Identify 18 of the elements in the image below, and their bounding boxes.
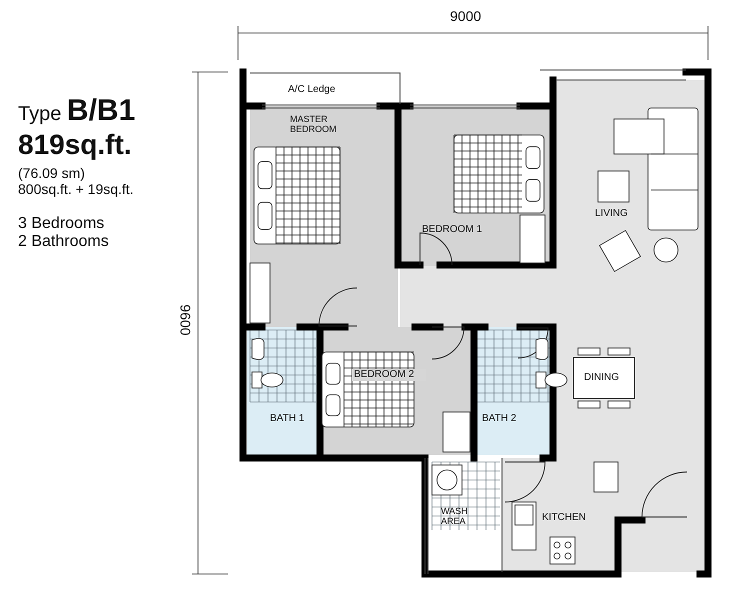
room-label: BATH 2 (482, 413, 518, 424)
room-label: LIVING (595, 208, 629, 220)
plan-info-text: 800sq.ft. + 19sq.ft. (18, 180, 135, 197)
room-label: BATH 1 (270, 413, 306, 424)
plan-info-text: 819sq.ft. (18, 128, 133, 161)
room-label: A/C Ledge (288, 84, 336, 96)
room-label: KITCHEN (542, 512, 587, 524)
plan-info-text: 3 Bedrooms (18, 214, 106, 234)
plan-info-text: 2 Bathrooms (18, 233, 110, 252)
room-label: DINING (584, 372, 620, 384)
plan-info-text: Type B/B1 (18, 94, 136, 128)
dimension-label: 9600 (178, 304, 194, 336)
room-label: MASTER BEDROOM (290, 114, 338, 135)
room-label: WASH AREA (441, 506, 469, 527)
plan-info-text: (76.09 sm) (18, 164, 86, 181)
dimension-label: 9000 (450, 8, 482, 24)
room-label: BEDROOM 1 (422, 224, 484, 236)
dining-table (573, 357, 635, 399)
